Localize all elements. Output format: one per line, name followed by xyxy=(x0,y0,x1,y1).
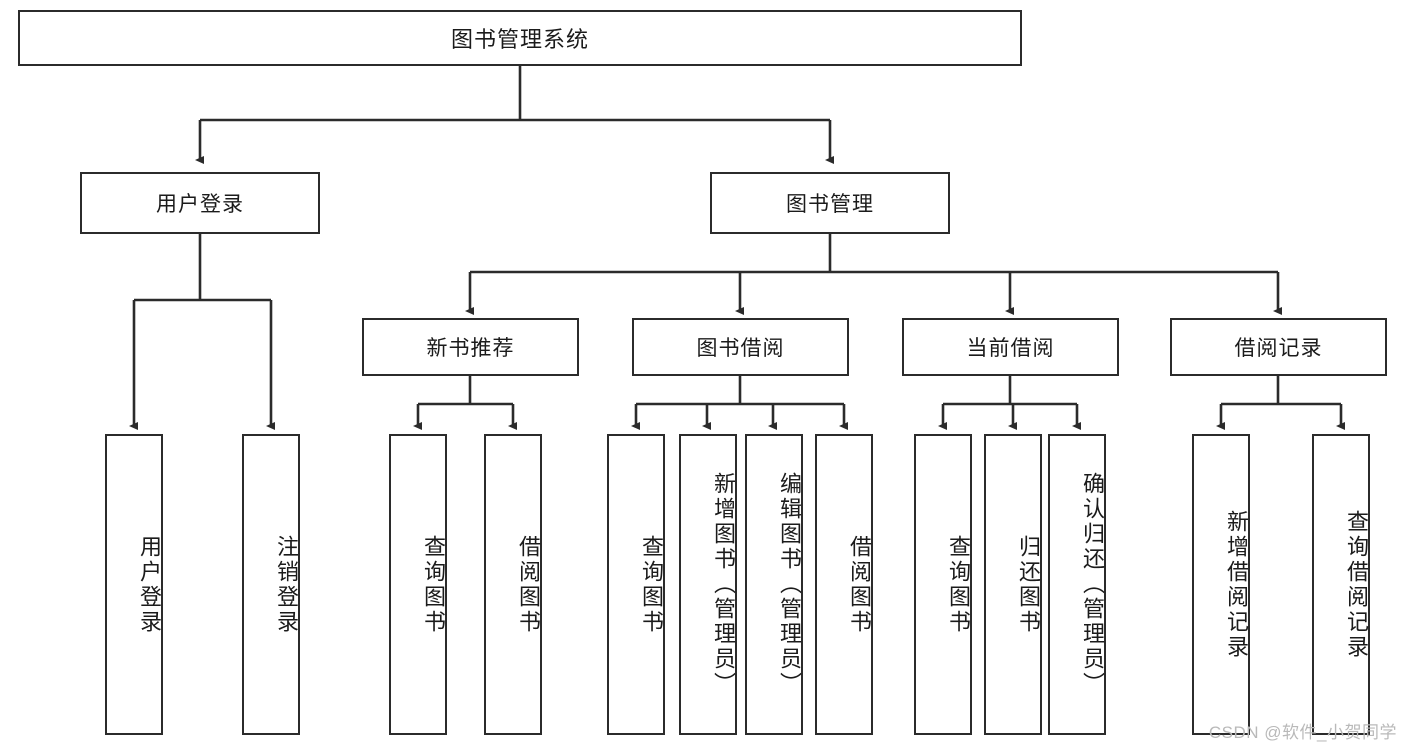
watermark-text: CSDN @软件_小贺同学 xyxy=(1208,723,1397,742)
leaf-recommend-query-book[interactable]: 查询图书 xyxy=(389,434,447,735)
leaf-record-add-record[interactable]: 新增借阅记录 xyxy=(1192,434,1250,735)
node-user-login-label: 用户登录 xyxy=(156,193,244,216)
leaf-current-query-book[interactable]: 查询图书 xyxy=(914,434,972,735)
leaf-label: 确认归还（管理员） xyxy=(1080,472,1105,697)
leaf-current-confirm-return-admin[interactable]: 确认归还（管理员） xyxy=(1048,434,1106,735)
node-current-borrow[interactable]: 当前借阅 xyxy=(902,318,1119,376)
leaf-borrow-edit-book-admin[interactable]: 编辑图书（管理员） xyxy=(745,434,803,735)
leaf-label: 归还图书 xyxy=(1016,534,1041,635)
node-root[interactable]: 图书管理系统 xyxy=(18,10,1022,66)
leaf-label: 新增图书（管理员） xyxy=(711,472,736,697)
leaf-borrow-add-book-admin[interactable]: 新增图书（管理员） xyxy=(679,434,737,735)
leaf-borrow-query-book[interactable]: 查询图书 xyxy=(607,434,665,735)
leaf-label: 借阅图书 xyxy=(847,534,872,635)
node-user-login[interactable]: 用户登录 xyxy=(80,172,320,234)
node-book-borrow-label: 图书借阅 xyxy=(696,337,785,360)
node-book-management-label: 图书管理 xyxy=(786,193,874,216)
leaf-label: 查询图书 xyxy=(946,534,971,635)
leaf-current-return-book[interactable]: 归还图书 xyxy=(984,434,1042,735)
node-root-label: 图书管理系统 xyxy=(450,27,589,52)
node-borrow-record[interactable]: 借阅记录 xyxy=(1170,318,1387,376)
leaf-label: 注销登录 xyxy=(274,534,299,635)
leaf-label: 查询图书 xyxy=(639,534,664,635)
leaf-borrow-borrow-book[interactable]: 借阅图书 xyxy=(815,434,873,735)
leaf-label: 查询借阅记录 xyxy=(1344,509,1369,660)
node-book-borrow[interactable]: 图书借阅 xyxy=(632,318,849,376)
leaf-record-query-record[interactable]: 查询借阅记录 xyxy=(1312,434,1370,735)
node-new-book-recommend[interactable]: 新书推荐 xyxy=(362,318,579,376)
leaf-label: 借阅图书 xyxy=(516,534,541,635)
leaf-label: 用户登录 xyxy=(137,534,162,635)
leaf-recommend-borrow-book[interactable]: 借阅图书 xyxy=(484,434,542,735)
node-current-borrow-label: 当前借阅 xyxy=(966,337,1055,360)
leaf-user-login-logout[interactable]: 注销登录 xyxy=(242,434,300,735)
leaf-user-login-login[interactable]: 用户登录 xyxy=(105,434,163,735)
leaf-label: 编辑图书（管理员） xyxy=(777,472,802,697)
node-borrow-record-label: 借阅记录 xyxy=(1234,337,1323,360)
node-new-book-recommend-label: 新书推荐 xyxy=(426,337,515,360)
leaf-label: 查询图书 xyxy=(421,534,446,635)
leaf-label: 新增借阅记录 xyxy=(1224,509,1249,660)
node-book-management[interactable]: 图书管理 xyxy=(710,172,950,234)
